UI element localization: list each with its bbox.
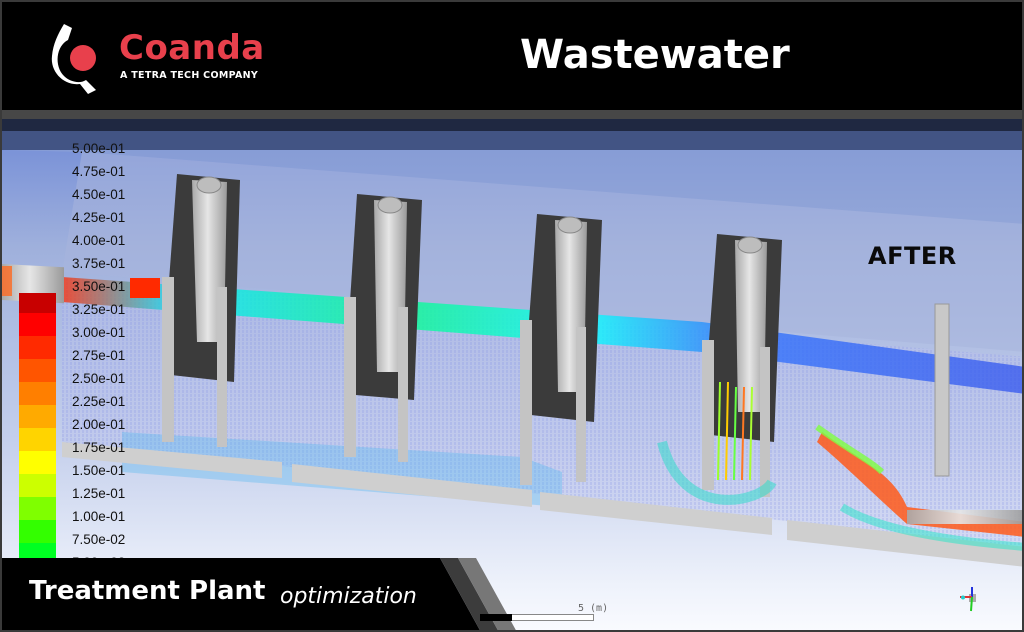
legend-label: 2.50e-01	[72, 371, 126, 386]
page-title: Wastewater	[520, 32, 790, 78]
legend-label: 1.50e-01	[72, 463, 126, 478]
footer-subtitle: optimization	[280, 584, 417, 609]
legend-label: 2.75e-01	[72, 348, 126, 363]
legend-swatch	[19, 497, 56, 520]
baffle-4	[657, 234, 782, 505]
legend-label: 5.00e-01	[72, 141, 126, 156]
legend-swatch	[19, 336, 56, 359]
legend-label: 3.75e-01	[72, 256, 126, 271]
baffle-3	[520, 214, 602, 485]
scale-bar	[480, 614, 594, 621]
legend-swatch	[19, 359, 56, 382]
legend-swatch	[19, 520, 56, 543]
legend-label: 1.25e-01	[72, 486, 126, 501]
legend-label: 1.00e-01	[72, 509, 126, 524]
coanda-logo-icon	[51, 24, 96, 94]
scale-bar-segment	[480, 614, 512, 621]
legend-swatch	[19, 405, 56, 428]
baffle-1	[162, 174, 240, 447]
legend-swatch	[19, 382, 56, 405]
legend-label: 7.50e-02	[72, 532, 126, 547]
legend-label: 4.75e-01	[72, 164, 126, 179]
footer-title: Treatment Plant	[29, 576, 266, 606]
baffle-2	[344, 194, 422, 462]
legend-swatch	[19, 474, 56, 497]
legend-label: 3.50e-01	[72, 279, 126, 294]
legend-swatch	[19, 293, 56, 313]
legend-swatch	[19, 313, 56, 336]
legend-label: 1.75e-01	[72, 440, 126, 455]
legend-label: 3.25e-01	[72, 302, 126, 317]
header-divider	[2, 110, 1022, 119]
legend-label: 4.50e-01	[72, 187, 126, 202]
header-band-dark	[2, 119, 1022, 131]
legend-labels: 5.00e-01 4.75e-01 4.50e-01 4.25e-01 4.00…	[72, 137, 125, 574]
legend-label: 2.25e-01	[72, 394, 126, 409]
cfd-viewport[interactable]	[2, 150, 1022, 630]
legend-label: 2.00e-01	[72, 417, 126, 432]
legend-label: 4.00e-01	[72, 233, 126, 248]
header-bar: Coanda A TETRA TECH COMPANY Wastewater	[2, 2, 1022, 110]
footer-banner	[2, 558, 516, 630]
axis-triad-icon[interactable]	[957, 585, 983, 613]
legend-label: 3.00e-01	[72, 325, 126, 340]
legend-swatch	[19, 451, 56, 474]
header-band-blue	[2, 131, 1022, 150]
legend-label: 4.25e-01	[72, 210, 126, 225]
scale-label: 5 (m)	[578, 603, 609, 614]
cfd-scene	[2, 150, 1022, 567]
brand-name: Coanda	[119, 28, 265, 68]
after-annotation: AFTER	[868, 242, 957, 270]
brand-tagline: A TETRA TECH COMPANY	[120, 70, 259, 81]
legend-swatch	[19, 428, 56, 451]
